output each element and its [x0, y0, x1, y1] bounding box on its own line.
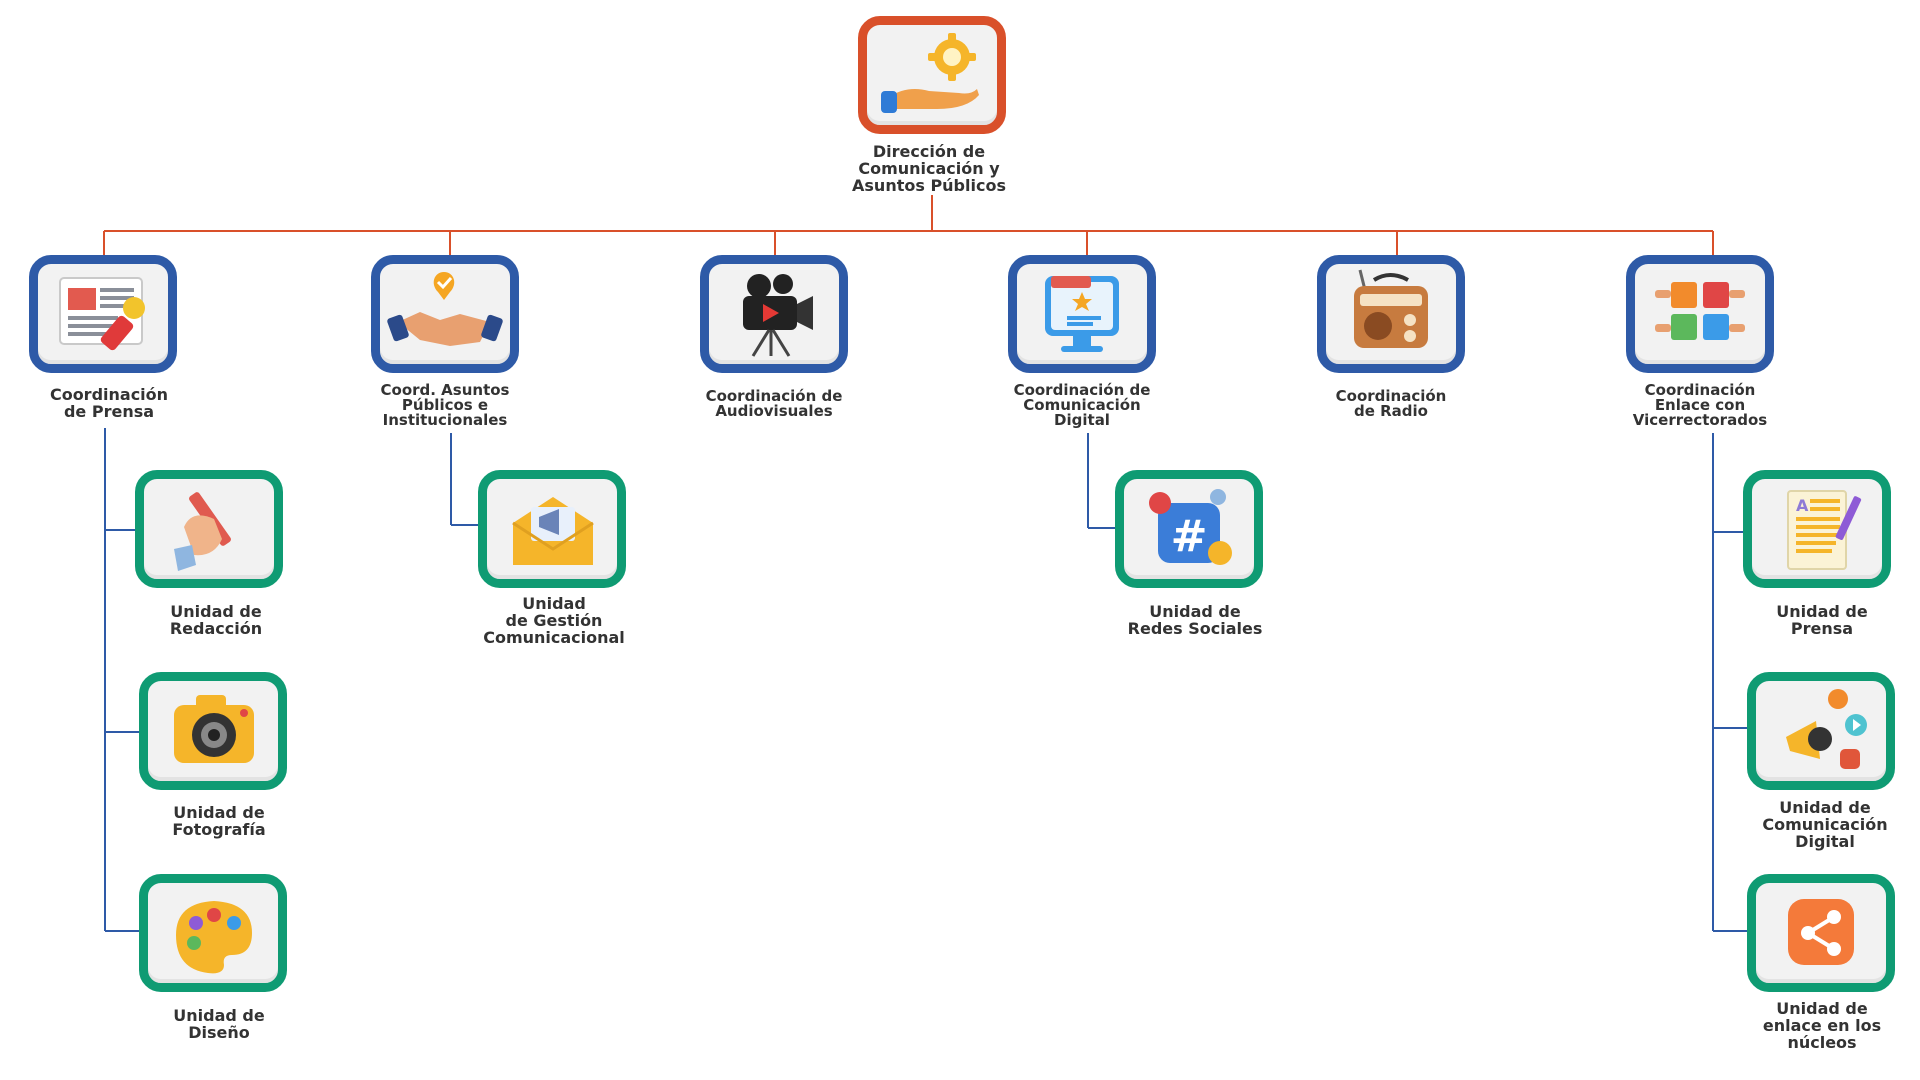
node-unidad-redes: # [1115, 470, 1263, 588]
label-direccion: Dirección de Comunicación y Asuntos Públ… [819, 143, 1039, 194]
label-unidad-gestion: Unidad de Gestión Comunicacional [444, 595, 664, 646]
label-line: Coordinación de [1013, 381, 1151, 399]
label-coord-asuntos: Coord. Asuntos Públicos e Institucionale… [335, 383, 555, 428]
node-unidad-diseno [139, 874, 287, 992]
hand-gear-icon [881, 33, 979, 113]
label-line: Vicerrectorados [1632, 411, 1768, 429]
label-line: Coordinación [1644, 381, 1756, 399]
label-unidad-enlace-nucleos: Unidad de enlace en los núcleos [1712, 1000, 1920, 1051]
label-line: Públicos e [401, 396, 489, 414]
label-line: Coordinación [49, 385, 169, 404]
label-line: de Gestión [505, 611, 603, 630]
label-line: Coordinación [1335, 387, 1447, 405]
label-line: Digital [1054, 411, 1110, 429]
label-unidad-redes: Unidad de Redes Sociales [1085, 603, 1305, 637]
label-line: Fotografía [172, 820, 266, 839]
node-unidad-enlace-nucleos [1747, 874, 1895, 992]
label-line: Unidad de [1776, 602, 1868, 621]
label-line: Coord. Asuntos [380, 381, 510, 399]
label-coord-digital: Coordinación de Comunicación Digital [972, 383, 1192, 428]
svg-text:A: A [1796, 496, 1809, 515]
hashtag-icon: # [1149, 489, 1232, 565]
label-line: Institucionales [382, 411, 508, 429]
paint-palette-icon [176, 901, 252, 974]
label-coord-audiovisuales: Coordinación de Audiovisuales [664, 389, 884, 419]
photo-camera-icon [174, 695, 254, 763]
label-line: Unidad de [173, 1006, 265, 1025]
node-direccion [858, 16, 1006, 134]
label-line: Asuntos Públicos [852, 176, 1006, 195]
label-line: Redacción [169, 619, 263, 638]
label-unidad-comunicacion-digital: Unidad de Comunicación Digital [1715, 799, 1920, 850]
label-line: de Prensa [63, 402, 155, 421]
label-line: Unidad de [1776, 999, 1868, 1018]
label-line: Unidad de [1149, 602, 1241, 621]
label-line: Audiovisuales [715, 402, 833, 420]
radio-icon [1354, 269, 1428, 348]
label-line: Comunicación [1762, 815, 1888, 834]
label-line: Enlace con [1654, 396, 1746, 414]
node-coord-asuntos [371, 255, 519, 373]
label-line: Digital [1795, 832, 1855, 851]
pencil-hand-icon [174, 492, 231, 571]
node-unidad-gestion [478, 470, 626, 588]
label-coord-prensa: Coordinación de Prensa [0, 386, 219, 420]
label-line: enlace en los [1762, 1016, 1882, 1035]
label-line: Unidad de [173, 803, 265, 822]
label-line: Unidad [522, 594, 586, 613]
monitor-icon [1045, 276, 1119, 352]
document-pencil-icon: A [1787, 490, 1862, 570]
label-line: núcleos [1787, 1033, 1857, 1052]
label-line: Comunicación [1023, 396, 1141, 414]
node-coord-audiovisuales [700, 255, 848, 373]
node-coord-prensa [29, 255, 177, 373]
label-line: Prensa [1790, 619, 1854, 638]
label-line: Comunicación y [858, 159, 1000, 178]
node-coord-digital [1008, 255, 1156, 373]
video-camera-icon [743, 274, 813, 357]
label-coord-radio: Coordinación de Radio [1281, 389, 1501, 419]
share-icon [1788, 899, 1854, 965]
label-line: de Radio [1354, 402, 1428, 420]
label-coord-vicerrectorados: Coordinación Enlace con Vicerrectorados [1590, 383, 1810, 428]
label-unidad-fotografia: Unidad de Fotografía [109, 804, 329, 838]
node-coord-vicerrectorados [1626, 255, 1774, 373]
newspaper-microphone-icon [59, 277, 145, 351]
label-unidad-redaccion: Unidad de Redacción [106, 603, 326, 637]
node-unidad-prensa: A [1743, 470, 1891, 588]
node-unidad-comunicacion-digital [1747, 672, 1895, 790]
megaphone-social-icon [1786, 689, 1867, 769]
node-unidad-fotografia [139, 672, 287, 790]
label-line: Dirección de [872, 142, 986, 161]
puzzle-hands-icon [1655, 282, 1745, 340]
label-unidad-prensa: Unidad de Prensa [1712, 603, 1920, 637]
label-line: Comunicacional [483, 628, 625, 647]
handshake-icon [387, 272, 503, 346]
label-line: Diseño [188, 1023, 250, 1042]
svg-text:#: # [1171, 511, 1208, 562]
label-line: Coordinación de [705, 387, 843, 405]
label-line: Redes Sociales [1127, 619, 1263, 638]
megaphone-envelope-icon [512, 497, 594, 565]
node-unidad-redaccion [135, 470, 283, 588]
node-coord-radio [1317, 255, 1465, 373]
label-line: Unidad de [1779, 798, 1871, 817]
label-line: Unidad de [170, 602, 262, 621]
label-unidad-diseno: Unidad de Diseño [109, 1007, 329, 1041]
